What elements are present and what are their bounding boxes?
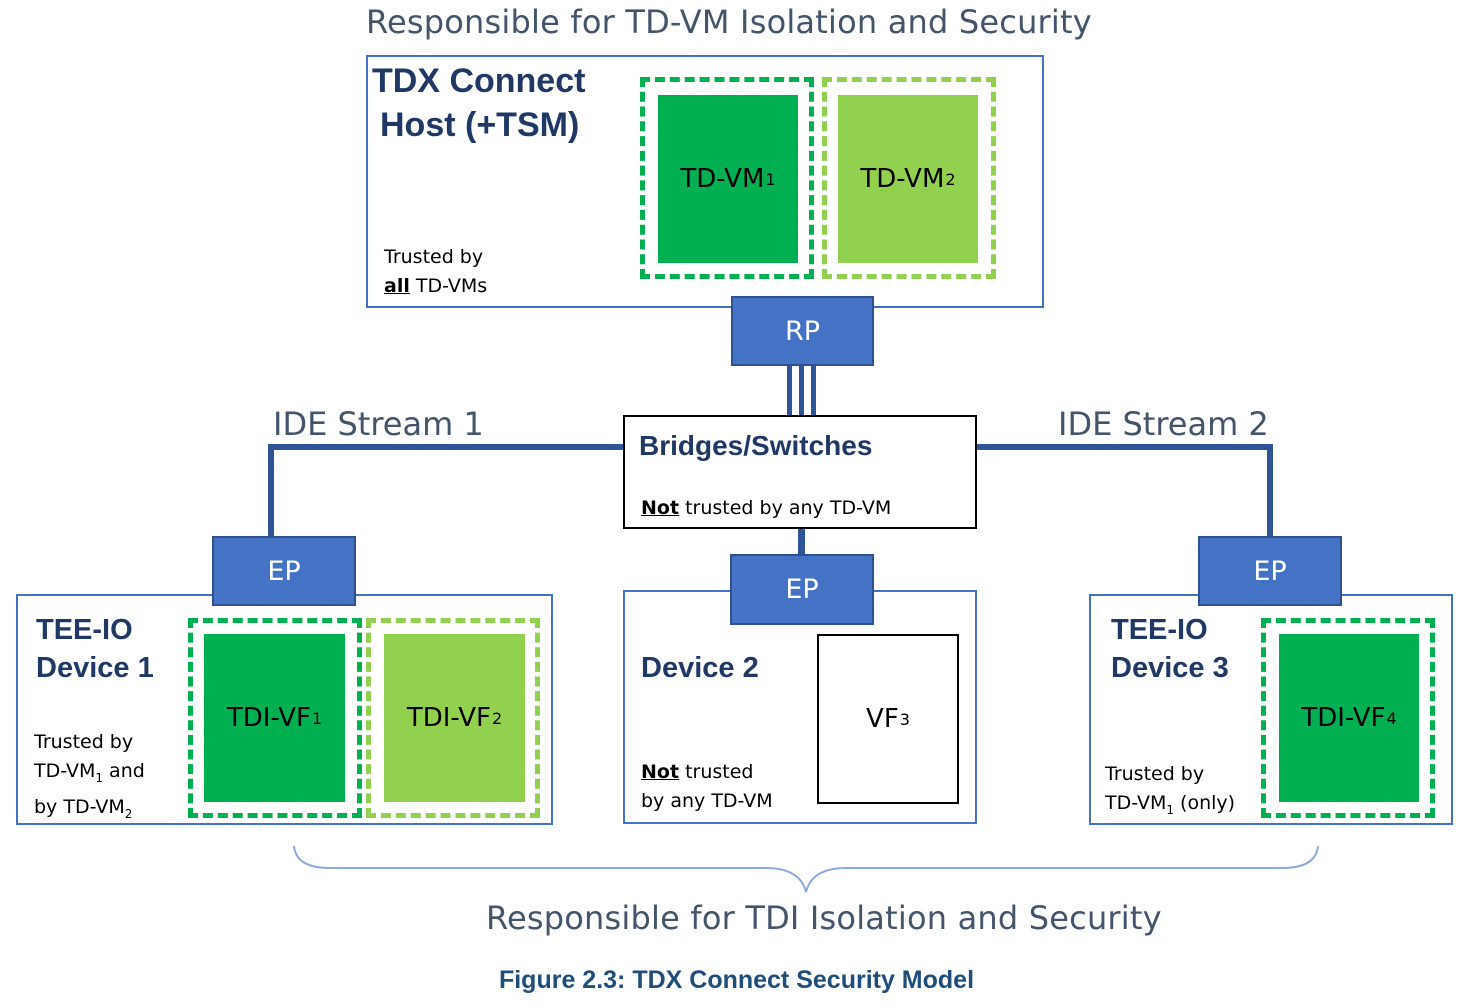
bridges-trust-note: Not trusted by any TD-VM	[641, 494, 891, 523]
tdi-vf4-boundary	[1261, 618, 1435, 818]
device2-ep: EP	[730, 554, 874, 625]
device3-ep: EP	[1198, 536, 1342, 606]
device1-title-line2: Device 1	[36, 652, 154, 684]
tdi-vf2-boundary	[366, 618, 540, 818]
host-title-line1: TDX Connect	[372, 62, 586, 100]
td-vm1-boundary	[640, 77, 814, 279]
tee-io-device1-box: TEE-IO Device 1 Trusted by TD-VM1 and by…	[16, 594, 553, 825]
device1-ep: EP	[212, 536, 356, 606]
td-vm1-label: TD-VM	[680, 164, 765, 194]
ide-stream-1-link-h	[268, 444, 626, 450]
tdi-vf1-boundary	[188, 618, 362, 818]
tdi-vf1-label: TDI-VF	[226, 703, 311, 733]
device2-trust-note: Not trusted by any TD-VM	[641, 758, 773, 816]
td-vm2-boundary	[822, 77, 996, 279]
figure-caption: Figure 2.3: TDX Connect Security Model	[498, 966, 975, 994]
device1-trust-note-line2: TD-VM1 and	[34, 757, 145, 793]
curly-brace	[293, 845, 1319, 893]
host-trust-note-line1: Trusted by	[384, 246, 484, 268]
bridges-trust-emph: Not	[641, 497, 680, 519]
ide-stream-1-label: IDE Stream 1	[273, 405, 484, 443]
vf3-sub: 3	[899, 709, 910, 729]
top-caption: Responsible for TD-VM Isolation and Secu…	[366, 3, 1092, 41]
host-trust-rest: TD-VMs	[409, 275, 488, 297]
device3-note-only: (only)	[1174, 792, 1236, 814]
device1-trust-note: Trusted by TD-VM1 and by TD-VM2	[34, 728, 145, 829]
bridges-switches-box: Bridges/Switches Not trusted by any TD-V…	[623, 415, 977, 529]
device1-note-sub1: 1	[95, 770, 104, 785]
ide-stream-2-link-h	[975, 444, 1273, 450]
ide-stream-1-link-v	[268, 444, 274, 538]
ide-stream-2-label: IDE Stream 2	[1058, 405, 1269, 443]
root-port-rp: RP	[731, 296, 874, 366]
host-trust-note-line2: all TD-VMs	[384, 272, 487, 301]
host-trust-emph: all	[384, 275, 410, 297]
device1-note-sub2: 2	[124, 806, 133, 821]
bridges-trust-rest: trusted by any TD-VM	[679, 497, 892, 519]
link-rp-bridges-2	[799, 364, 804, 418]
device2-title: Device 2	[641, 652, 759, 684]
device2-trust-rest: trusted	[679, 761, 754, 783]
device1-note-by-td-vm: by TD-VM	[34, 795, 125, 818]
td-vm2-label: TD-VM	[860, 164, 945, 194]
host-title-line2: Host (+TSM)	[380, 106, 580, 144]
bottom-caption: Responsible for TDI Isolation and Securi…	[486, 899, 1162, 937]
td-vm2-sub: 2	[945, 169, 956, 189]
link-bridges-device2	[798, 527, 805, 555]
tdi-vf1-sub: 1	[311, 708, 323, 728]
device3-note-sub1: 1	[1166, 802, 1175, 817]
vf3-label: VF	[866, 704, 899, 734]
device1-title-line1: TEE-IO	[36, 614, 133, 646]
td-vm1-sub: 1	[765, 169, 776, 189]
ide-stream-2-link-v	[1267, 444, 1273, 538]
tee-io-device3-box: TEE-IO Device 3 Trusted by TD-VM1 (only)…	[1089, 594, 1453, 825]
device1-trust-note-line3: by TD-VM2	[34, 793, 145, 829]
device2-trust-note-line2: by any TD-VM	[641, 790, 773, 812]
tdi-vf4-sub: 4	[1386, 708, 1397, 728]
device1-note-and: and	[103, 760, 145, 782]
device3-title-line1: TEE-IO	[1111, 614, 1208, 646]
device3-note-td-vm: TD-VM	[1105, 792, 1167, 814]
device2-trust-note-line1: Not trusted	[641, 758, 773, 787]
tdi-vf2-label: TDI-VF	[406, 703, 491, 733]
device3-trust-note-line1: Trusted by	[1105, 763, 1205, 785]
tdi-vf4-label: TDI-VF	[1301, 703, 1386, 733]
device1-trust-note-line1: Trusted by	[34, 731, 134, 753]
host-trust-note: Trusted by all TD-VMs	[384, 243, 487, 301]
device2-trust-emph: Not	[641, 761, 680, 783]
device1-note-td-vm: TD-VM	[34, 760, 96, 782]
link-rp-bridges-1	[787, 364, 792, 418]
tdi-vf2-sub: 2	[491, 708, 503, 728]
tdx-connect-host-box: TDX Connect Host (+TSM) Trusted by all T…	[366, 55, 1044, 308]
device3-trust-note-line2: TD-VM1 (only)	[1105, 789, 1235, 825]
bridges-title: Bridges/Switches	[639, 430, 873, 461]
link-rp-bridges-3	[811, 364, 816, 418]
device3-title-line2: Device 3	[1111, 652, 1229, 684]
device3-trust-note: Trusted by TD-VM1 (only)	[1105, 760, 1235, 825]
